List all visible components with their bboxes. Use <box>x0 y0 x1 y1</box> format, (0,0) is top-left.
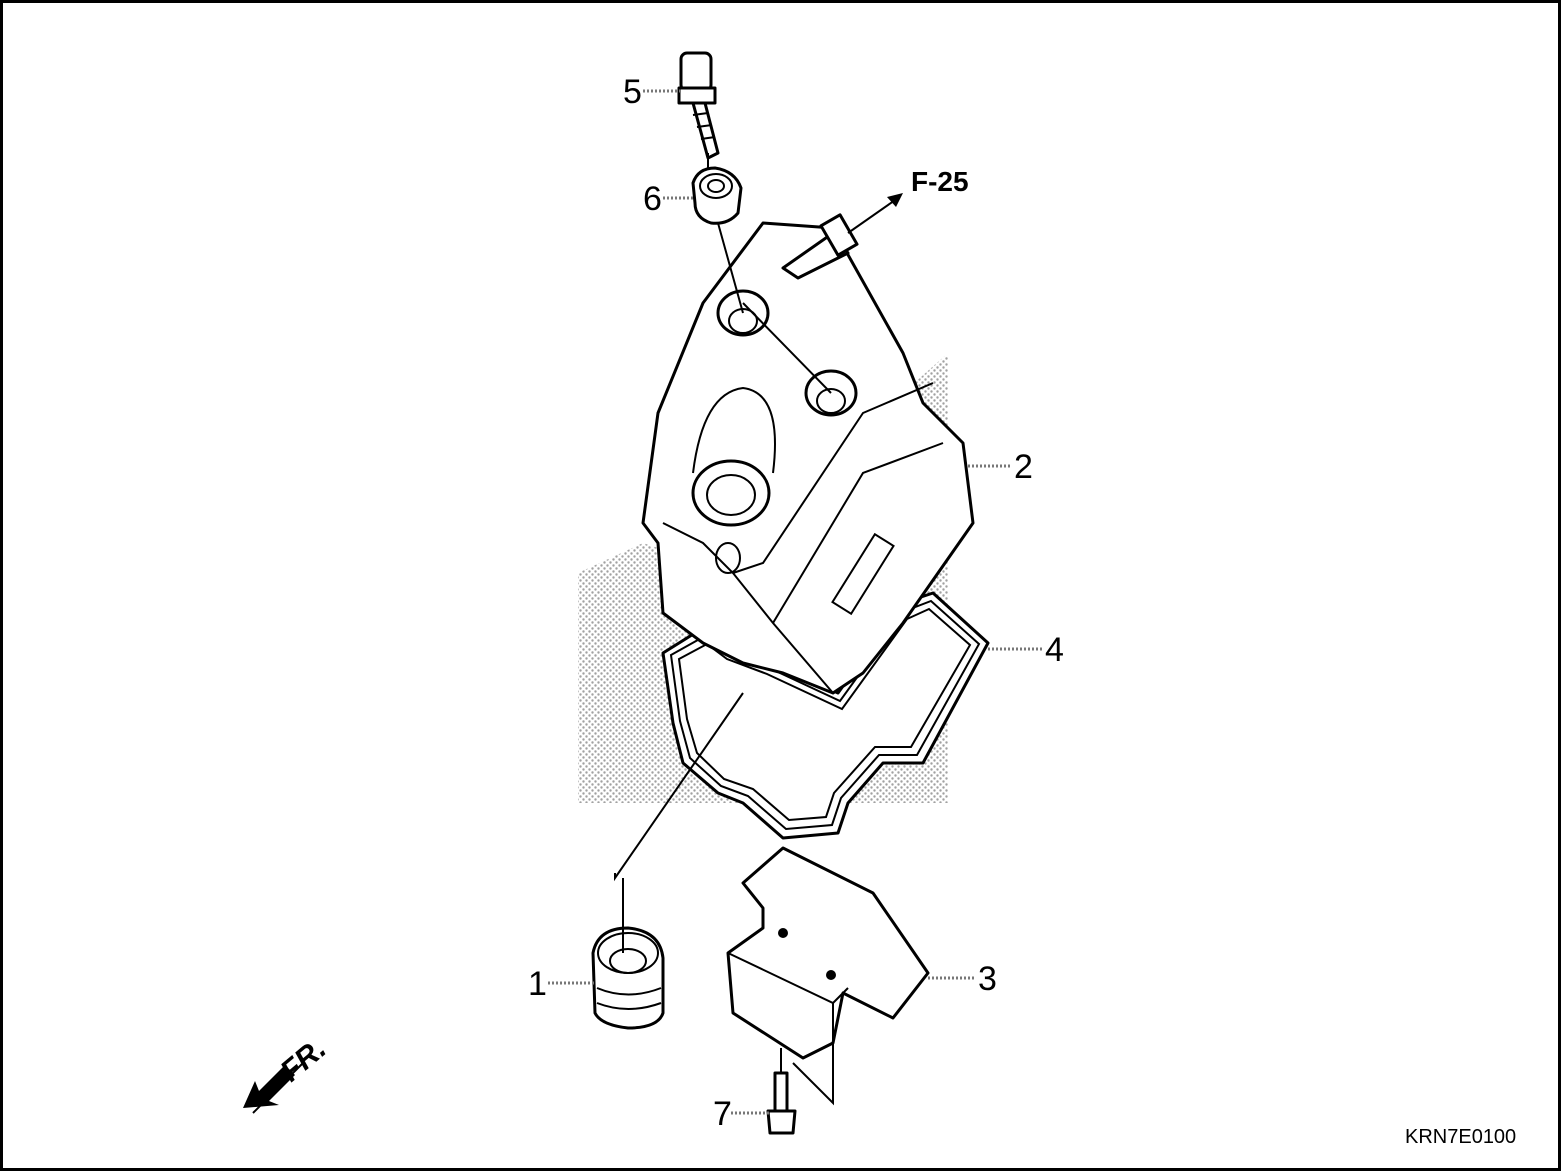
reference-arrow <box>847 193 903 234</box>
callout-6: 6 <box>643 180 662 218</box>
reference-label: F-25 <box>911 166 969 197</box>
cylinder-head-cover <box>641 213 975 695</box>
diagram-code: KRN7E0100 <box>1405 1126 1516 1148</box>
guard-bolt <box>766 1071 797 1135</box>
callout-7: 7 <box>713 1095 732 1133</box>
front-direction-arrow-icon <box>243 1062 304 1114</box>
callout-3: 3 <box>978 960 997 998</box>
leader-lines <box>548 89 1043 1115</box>
callout-1: 1 <box>528 965 547 1003</box>
sealing-washer <box>691 166 743 225</box>
seal-grommet <box>591 926 665 1030</box>
callout-2: 2 <box>1014 448 1033 486</box>
callout-4: 4 <box>1045 631 1064 669</box>
alignment-lines <box>614 153 834 1106</box>
cover-bolt <box>677 51 720 160</box>
callout-5: 5 <box>623 73 642 111</box>
exploded-parts-diagram: 5 6 2 4 3 1 7 F-25 FR. KRN7E0100 <box>243 51 1516 1148</box>
heat-guard <box>726 846 930 1060</box>
